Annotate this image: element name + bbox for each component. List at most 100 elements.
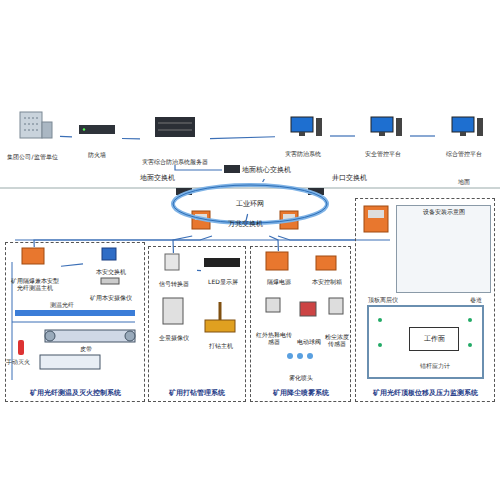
monitor-stand [379,132,385,136]
node-label: 工作面 [424,335,445,344]
node-label: 综合管控平台 [446,150,482,157]
text-label: 巷道 [470,296,482,303]
building-windows [24,124,38,125]
nozzle-icon [287,353,293,359]
fiber-bar [15,310,135,316]
switch-node: 万兆交换机 [190,214,300,236]
text-label: 顶板离层仪 [368,296,398,303]
connector-line [263,179,265,182]
explosion-proof-box [22,248,44,264]
firewall-light [83,128,85,130]
node-label: 红外热释电传感器 [254,331,294,345]
connector-line [245,214,248,225]
text-label: 皮带 [80,345,92,352]
firewall-icon [79,125,115,134]
group-title: 矿用降尘喷雾系统 [251,388,350,398]
node-label: 设备安装示意图 [397,208,490,217]
server-slot [158,123,192,124]
node-label: 井口交换机 [332,175,367,183]
building-windows [24,118,38,119]
sensor-point [378,343,382,347]
connector-line [278,236,355,240]
building-node: 集团公司/监管单位 [5,110,60,160]
sensor-icon [329,298,343,314]
monitor-stand [460,132,466,136]
device-node: 电动球阀 [294,301,324,345]
camera-icon [101,278,119,284]
subsystem-box: 矿用光纤测温及灭火控制系统矿用隔爆兼本安型光纤测温主机本安交换机矿用本安摄像仪 [5,242,145,402]
device-node: 本安交换机 [83,247,138,275]
drill-mast [219,302,222,320]
workstation-node: 安全管控平台 [355,115,410,157]
sensor-point [468,343,472,347]
node-label: 全景摄像仪 [159,334,189,341]
sensor-point [378,318,382,322]
switch-label-node: 井口交换机 [324,172,374,186]
image-panel: 设备安装示意图 [396,205,491,293]
switch-icon [224,165,240,173]
connector-line [197,270,201,271]
ground-line [0,188,500,189]
node-label: LED显示屏 [208,278,238,285]
node-label: 本安控制箱 [312,278,342,285]
node-label: 地面核心交换机 [242,166,291,175]
drill-icon [205,320,235,332]
node-label: 地面交换机 [140,175,175,183]
monitor-icon [452,117,474,132]
node-label: 安全管控平台 [365,150,401,157]
node-label: 矿用隔爆兼本安型光纤测温主机 [9,277,61,291]
group-title: 矿用打钻管理系统 [149,388,245,398]
text-label: 手动灭火 [6,358,30,365]
connector-line [34,236,212,247]
device-node: 全景摄像仪 [151,297,197,341]
node-label: 雾化喷头 [289,374,313,381]
node-label: 隔爆电源 [267,278,291,285]
connector-line [173,236,192,253]
node-label: 信号转换器 [159,280,189,287]
spray-device [40,355,100,369]
process-box: 工作面 [409,327,459,351]
node-label: 集团公司/监管单位 [7,153,57,160]
box-window [368,210,384,218]
building-icon [20,112,42,138]
control-box [316,256,336,270]
nozzle-icon [297,353,303,359]
workstation-node: 综合管控平台 [435,115,493,157]
device-node: 信号转换器 [151,253,197,287]
node-label: 防火墙 [88,151,106,158]
pc-tower [477,118,483,136]
switch-label-node: 地面交换机 [134,172,180,186]
text-label: 测温光纤 [50,301,74,308]
connector-line [122,138,140,140]
building-windows [24,130,38,131]
device-node: 矿用隔爆兼本安型光纤测温主机 [9,247,61,291]
connector-line [330,135,355,136]
device-node: 隔爆电源 [255,251,303,285]
roadway-loop [368,306,483,378]
ring-outline [173,185,327,223]
device-node: 粉尘浓度传感器 [323,297,351,347]
node-label: 粉尘浓度传感器 [323,333,351,347]
connector-line [410,135,435,136]
group-title: 矿用光纤顶板位移及压力监测系统 [356,388,494,398]
led-screen [204,258,240,267]
converter-icon [165,254,179,270]
connector-line [269,236,278,251]
monitor-stand [299,132,305,136]
ring-network: 工业环网 [170,182,330,226]
node-label: 万兆交换机 [228,221,263,229]
subsystem-box: 矿用打钻管理系统 信号转换器 LED显示屏全景摄像仪打钻主机 [148,246,246,402]
device-node: LED显示屏 [201,257,245,285]
explosion-proof-box [266,252,288,270]
camera-icon [163,298,183,324]
device-node: 打钻主机 [197,301,245,349]
valve-icon [300,302,316,316]
explosion-proof-box [364,206,388,232]
server-node: 灾害综合防治系统服务器 [140,114,210,165]
switch-box [102,248,116,260]
pc-tower [316,118,322,136]
building-icon [42,122,52,138]
nozzle-icon [307,353,313,359]
workstation-node: 灾害防治系统 [275,115,330,157]
node-label: 打钻主机 [209,342,233,349]
